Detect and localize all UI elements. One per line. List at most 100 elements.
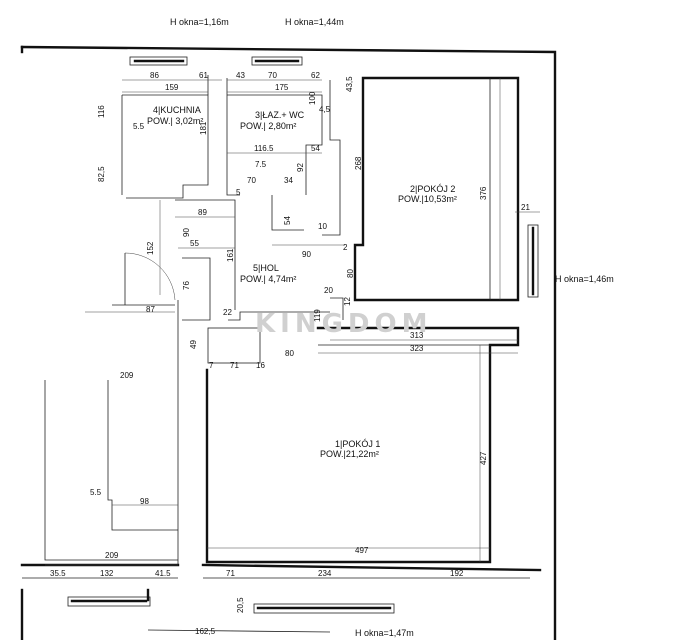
- dim-268: 268: [354, 156, 363, 170]
- dim-92: 92: [296, 163, 305, 172]
- dim-192: 192: [450, 569, 464, 578]
- dim-5: 5: [236, 188, 241, 197]
- dim-159: 159: [165, 83, 179, 92]
- dim-132: 132: [100, 569, 114, 578]
- dim-162-5: 162,5: [195, 627, 216, 636]
- dim-35-5: 35.5: [50, 569, 66, 578]
- dim-10: 10: [318, 222, 327, 231]
- room-hol-name: 5|HOL: [253, 263, 279, 273]
- dim-49: 49: [189, 340, 198, 349]
- dim-87: 87: [146, 305, 155, 314]
- dim-22: 22: [223, 308, 232, 317]
- dim-313: 313: [410, 331, 424, 340]
- room-hol-area: POW.| 4,74m²: [240, 274, 296, 284]
- dim-62: 62: [311, 71, 320, 80]
- window-height-4: H okna=1,47m: [355, 628, 414, 638]
- dim-323: 323: [410, 344, 424, 353]
- outer-walls: [20, 45, 557, 640]
- wall-corridor: [44, 380, 178, 561]
- dim-70a: 70: [268, 71, 277, 80]
- dim-119: 119: [313, 309, 322, 322]
- window-kuchnia: [129, 56, 188, 66]
- dim-90a: 90: [182, 228, 191, 237]
- dim-61: 61: [199, 71, 208, 80]
- dim-71b: 71: [226, 569, 235, 578]
- dim-7: 7: [209, 361, 214, 370]
- dim-80a: 80: [346, 269, 355, 278]
- dim-116: 116: [97, 105, 106, 118]
- window-pokoj1: [253, 603, 395, 614]
- window-pokoj2: [527, 224, 539, 298]
- wall-bottom-right: [201, 563, 542, 572]
- wall-hol-bottom: [228, 311, 330, 321]
- dim-80b: 80: [285, 349, 294, 358]
- room-pokoj1-name: 1|POKÓJ 1: [335, 439, 380, 449]
- room-pokoj2-name: 2|POKÓJ 2: [410, 184, 455, 194]
- wall-lazienka-left: [226, 78, 240, 196]
- dim-5-5b: 5.5: [90, 488, 102, 497]
- dim-20: 20: [324, 286, 333, 295]
- dim-427: 427: [479, 451, 488, 465]
- window-lazienka: [251, 56, 303, 66]
- dim-34: 34: [284, 176, 293, 185]
- dim-2: 2: [343, 243, 348, 252]
- dim-100: 100: [308, 91, 317, 105]
- dim-54b: 54: [283, 216, 292, 225]
- dim-41-5: 41.5: [155, 569, 171, 578]
- watermark: KINGDOM: [255, 309, 432, 339]
- dim-16: 16: [256, 361, 265, 370]
- outer-wall-top-right: [20, 45, 557, 640]
- dim-209b: 209: [105, 551, 119, 560]
- room-pokoj1-area: POW.|21,22m²: [320, 449, 379, 459]
- dim-89: 89: [198, 208, 207, 217]
- window-bottom-left: [67, 596, 151, 607]
- dim-234: 234: [318, 569, 332, 578]
- dim-86: 86: [150, 71, 159, 80]
- dim-98: 98: [140, 497, 149, 506]
- dim-76: 76: [182, 281, 191, 290]
- wall-lazienka-right: [322, 80, 341, 236]
- dim-90b: 90: [302, 250, 311, 259]
- dim-55: 55: [190, 239, 199, 248]
- wall-hol-step: [330, 297, 344, 320]
- window-height-2: H okna=1,44m: [285, 17, 344, 27]
- dim-4-5: 4,5: [319, 105, 331, 114]
- window-height-1: H okna=1,16m: [170, 17, 229, 27]
- room-kuchnia-area: POW.| 3,02m²: [147, 116, 203, 126]
- dim-175: 175: [275, 83, 289, 92]
- dim-82-5: 82,5: [97, 166, 106, 182]
- wall-hol-pillar: [182, 257, 211, 321]
- dim-116-5: 116.5: [254, 144, 274, 153]
- dim-70b: 70: [247, 176, 256, 185]
- wall-hol-top: [175, 199, 236, 310]
- room-lazienka-name: 3|ŁAZ.+ WC: [255, 110, 305, 120]
- dim-21: 21: [521, 203, 530, 212]
- dim-line-bottom: [147, 629, 331, 633]
- interior-walls: [20, 75, 542, 633]
- room-pokoj2-area: POW.|10,53m²: [398, 194, 457, 204]
- dim-376: 376: [479, 186, 488, 200]
- column-box: [207, 327, 261, 364]
- dim-152: 152: [146, 241, 155, 255]
- wall-lazienka-lower: [271, 195, 304, 231]
- wall-pokoj2: [353, 76, 520, 302]
- dim-497: 497: [355, 546, 369, 555]
- room-kuchnia-name: 4|KUCHNIA: [153, 105, 201, 115]
- dim-209a: 209: [120, 371, 134, 380]
- room-lazienka-area: POW.| 2,80m²: [240, 121, 296, 131]
- dim-161: 161: [226, 248, 235, 262]
- dim-5-5a: 5.5: [133, 122, 145, 131]
- wall-lazienka: [227, 94, 323, 195]
- dim-7-5: 7.5: [255, 160, 267, 169]
- dim-12: 12: [343, 297, 352, 306]
- dim-71a: 71: [230, 361, 239, 370]
- dimension-labels: 86 61 43 70 62 159 175 43,5 116 100 4,5 …: [50, 71, 530, 636]
- dim-43-5: 43,5: [345, 76, 354, 92]
- dim-43: 43: [236, 71, 245, 80]
- dim-20-5: 20,5: [236, 597, 245, 613]
- window-height-3: H okna=1,46m: [555, 274, 614, 284]
- dim-54a: 54: [311, 144, 320, 153]
- wall-kuchnia: [122, 94, 209, 199]
